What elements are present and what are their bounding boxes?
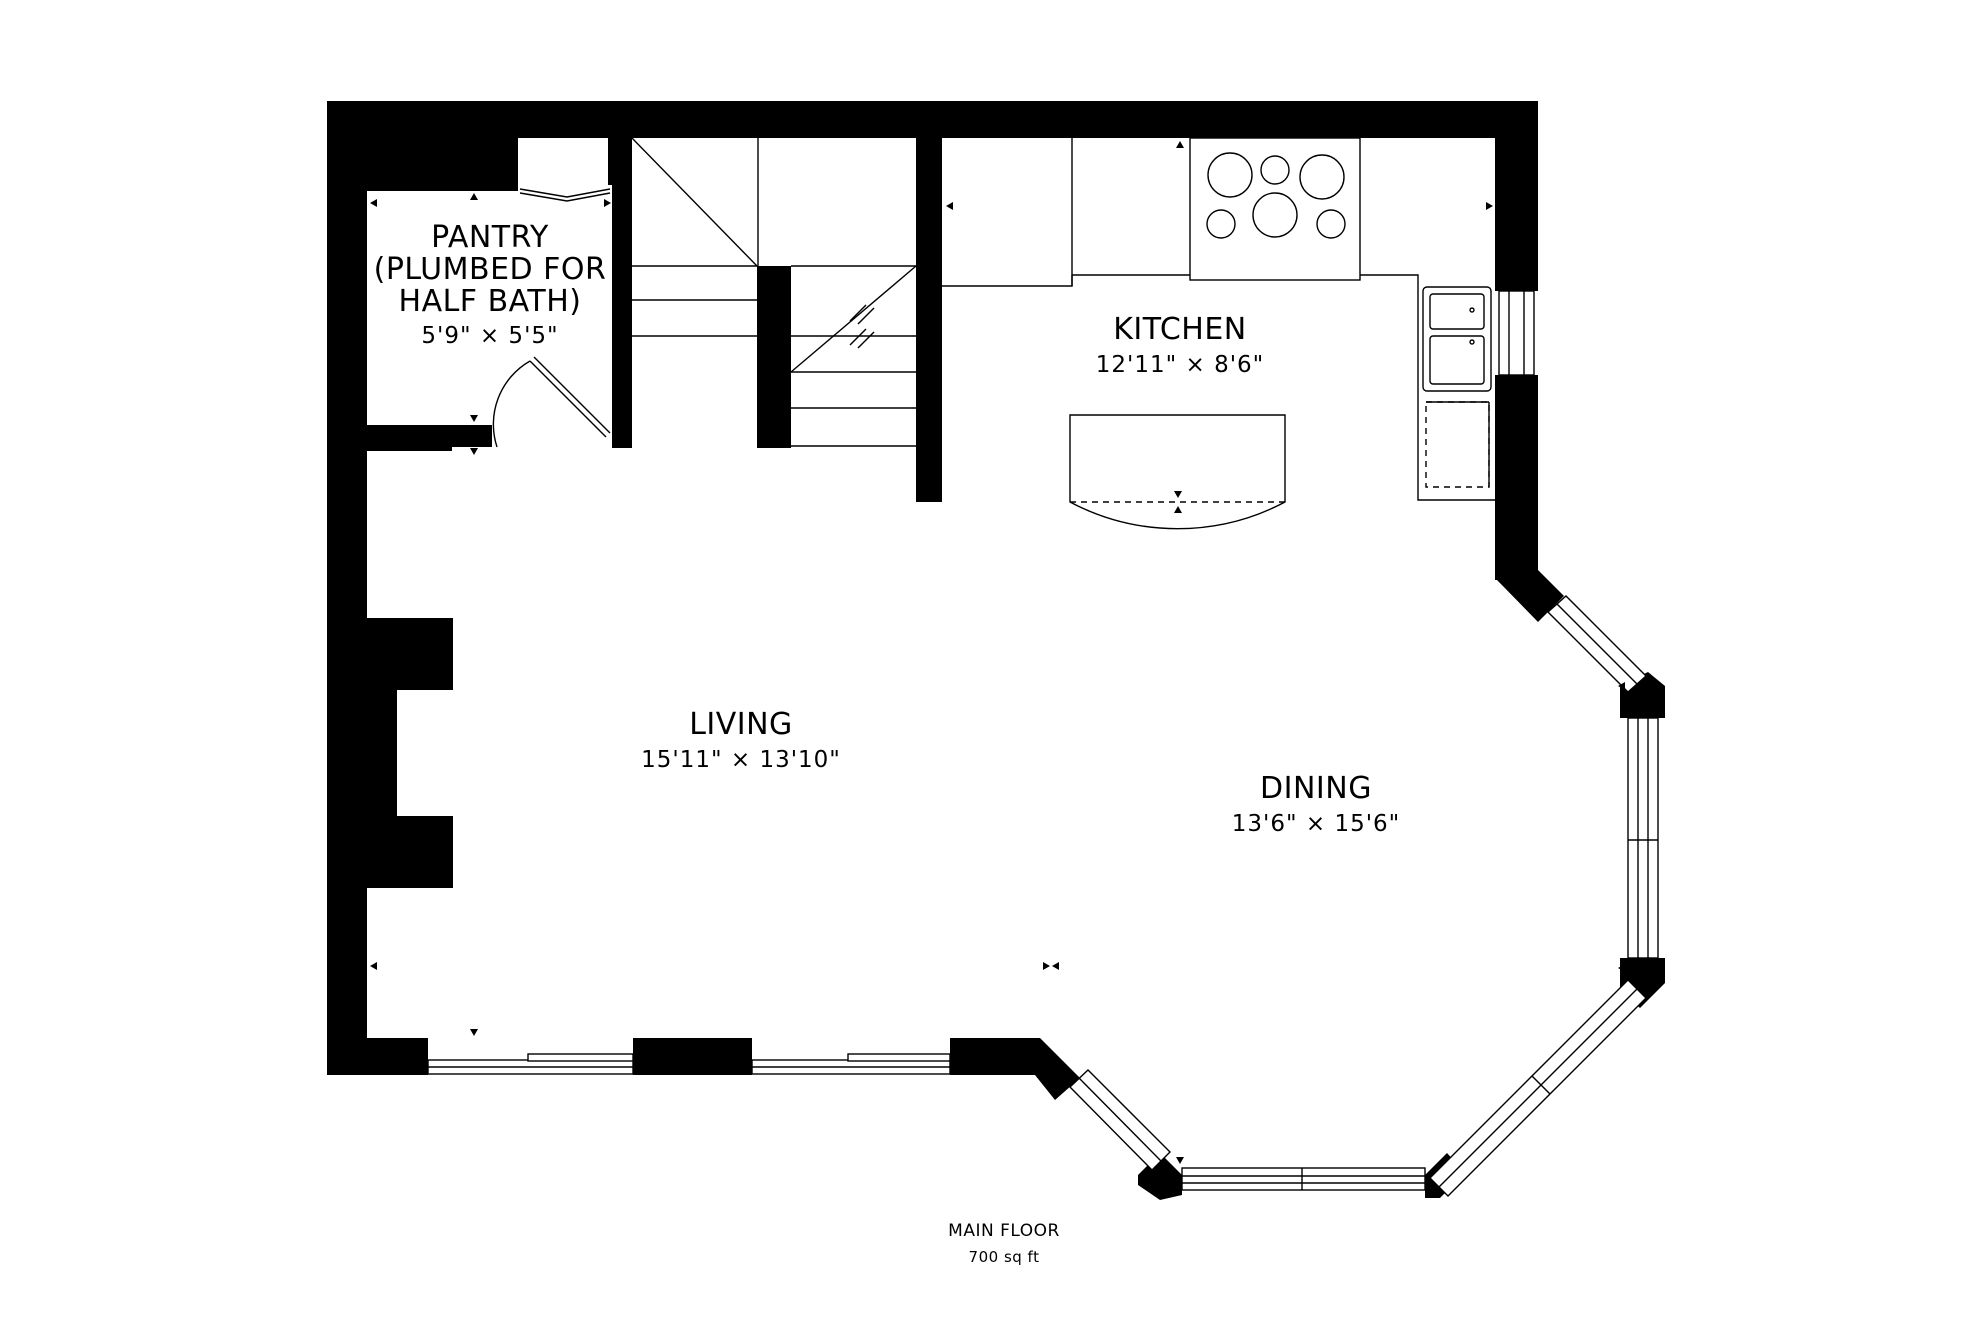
doors [492, 188, 611, 448]
floor-label: MAIN FLOOR 700 sq ft [948, 1221, 1060, 1266]
dining-name: DINING [1260, 771, 1372, 806]
dining-label: DINING 13'6" × 15'6" [1232, 771, 1401, 837]
living-label: LIVING 15'11" × 13'10" [641, 707, 841, 773]
stairs [631, 137, 917, 447]
fireplace [397, 690, 453, 816]
kitchen-name: KITCHEN [1113, 312, 1247, 347]
kitchen-dims: 12'11" × 8'6" [1096, 352, 1265, 378]
living-name: LIVING [689, 707, 793, 742]
dining-dims: 13'6" × 15'6" [1232, 811, 1401, 837]
pantry-name-line-3: HALF BATH) [399, 284, 582, 319]
living-dims: 15'11" × 13'10" [641, 747, 841, 773]
floor-name: MAIN FLOOR [948, 1221, 1060, 1241]
walls [327, 101, 1665, 1200]
floor-area: 700 sq ft [969, 1248, 1040, 1266]
kitchen-label: KITCHEN 12'11" × 8'6" [1096, 312, 1265, 378]
pantry-name-line-2: (PLUMBED FOR [374, 252, 607, 287]
windows [427, 290, 1659, 1197]
pantry-name-line-1: PANTRY [431, 220, 549, 255]
markers [370, 141, 1625, 1164]
sink [1422, 286, 1492, 392]
pantry-label: PANTRY (PLUMBED FOR HALF BATH) 5'9" × 5'… [374, 220, 607, 349]
pantry-dims: 5'9" × 5'5" [421, 323, 558, 349]
cooktop [1189, 137, 1361, 281]
kitchen-fixtures [942, 137, 1495, 530]
dishwasher [1425, 401, 1490, 488]
kitchen-island [1069, 414, 1286, 530]
